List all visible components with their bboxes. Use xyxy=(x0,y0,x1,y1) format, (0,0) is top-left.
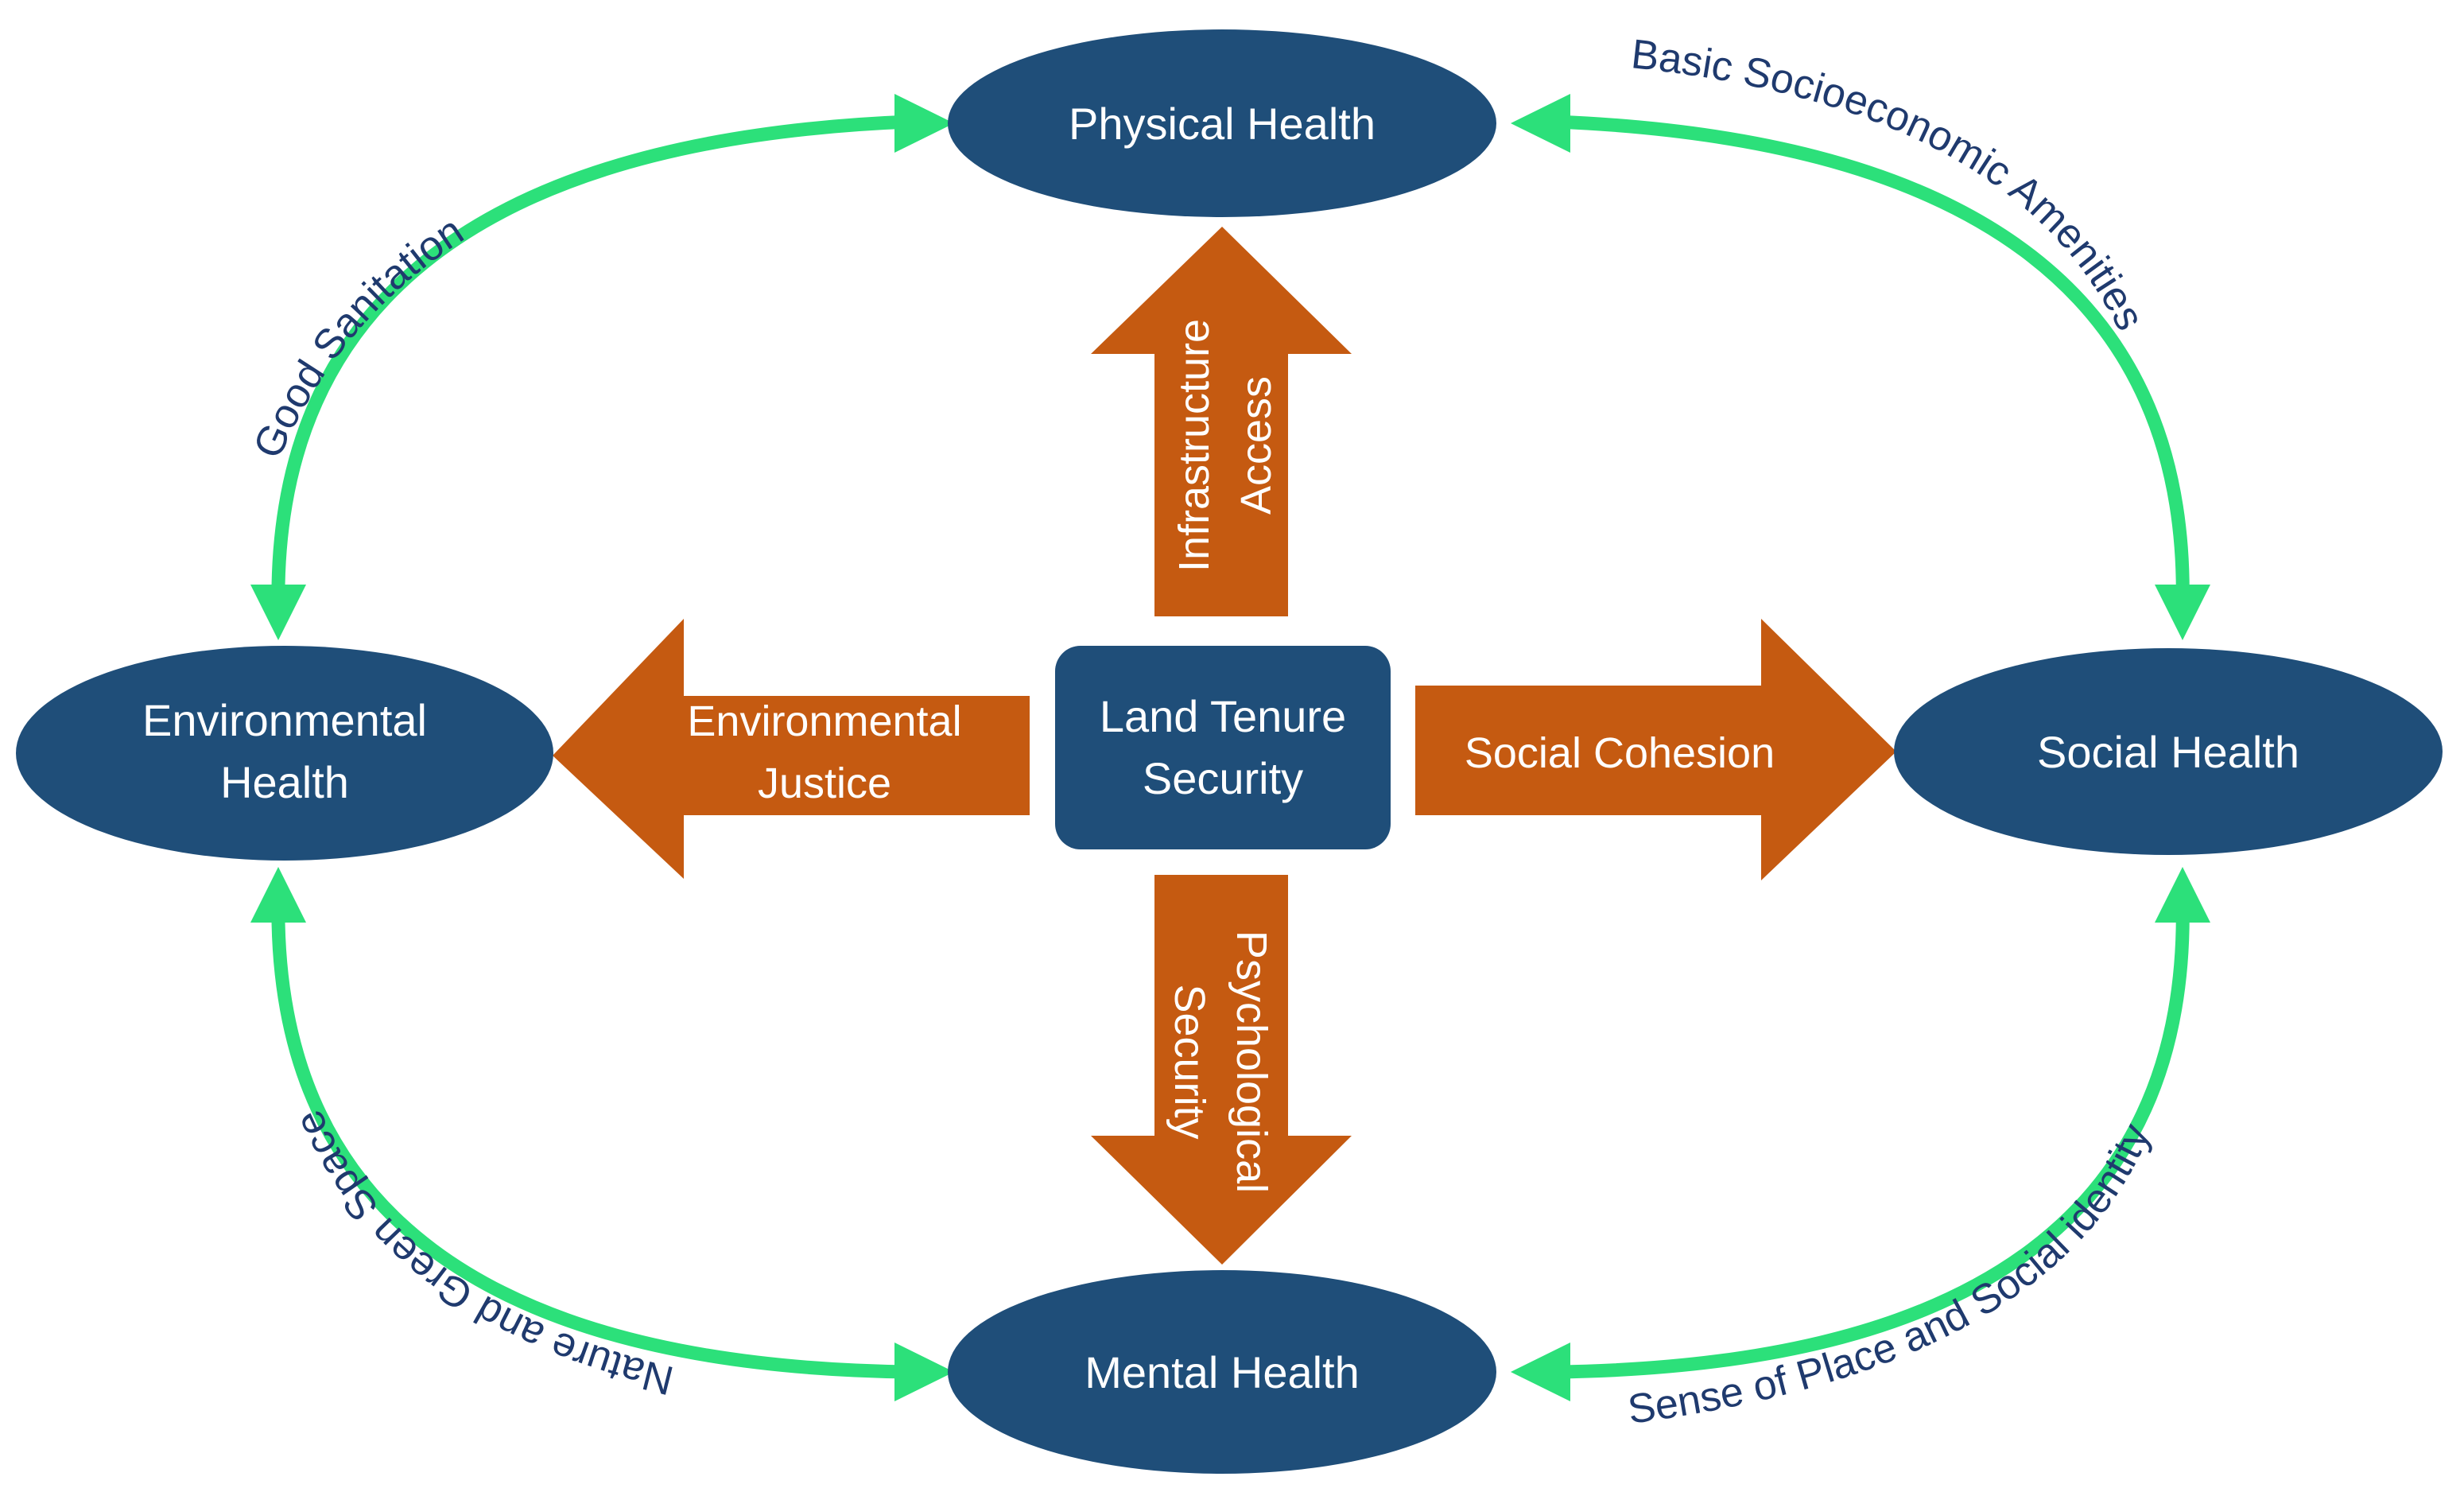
label-good-sanitation: Good Sanitation xyxy=(245,208,471,465)
node-mental-health: Mental Health xyxy=(948,1270,1496,1474)
label-environmental-justice-2: Justice xyxy=(758,760,891,807)
label-psychological: Psychological xyxy=(1228,931,1275,1193)
node-physical-health: Physical Health xyxy=(948,29,1496,217)
orange-arrow-down: Psychological Security xyxy=(1091,875,1352,1265)
green-link-top-left xyxy=(250,94,954,640)
green-arrowhead-physical-left xyxy=(894,94,954,153)
green-link-bottom-right xyxy=(1511,867,2210,1401)
green-arrowhead-mental-left xyxy=(894,1343,954,1401)
label-security-down: Security xyxy=(1166,984,1213,1139)
label-access: Access xyxy=(1232,376,1280,515)
physical-health-label: Physical Health xyxy=(1069,99,1376,149)
label-environmental-justice-1: Environmental xyxy=(687,697,961,745)
green-arrowhead-environmental-bottom xyxy=(250,867,306,923)
green-arrowhead-social-bottom xyxy=(2155,867,2210,923)
social-health-label: Social Health xyxy=(2037,727,2299,777)
orange-arrow-up: Infrastructure Access xyxy=(1091,227,1352,616)
green-arrowhead-social-top xyxy=(2155,585,2210,640)
label-nature-and-green-space: Nature and Green Space xyxy=(285,1103,677,1403)
green-link-bottom-left xyxy=(250,867,954,1401)
green-link-top-right xyxy=(1511,94,2210,640)
label-social-cohesion: Social Cohesion xyxy=(1465,729,1775,777)
green-arrowhead-environmental-top xyxy=(250,585,306,640)
center-label-2: Security xyxy=(1143,753,1303,803)
label-sense-of-place: Sense of Place and Social identity xyxy=(1625,1117,2159,1433)
node-environmental-health: Environmental Health xyxy=(16,646,553,861)
orange-arrow-right: Social Cohesion xyxy=(1415,619,1896,880)
environmental-health-label-1: Environmental xyxy=(142,695,427,745)
mental-health-label: Mental Health xyxy=(1085,1347,1360,1397)
environmental-health-label-2: Health xyxy=(220,757,349,807)
node-social-health: Social Health xyxy=(1894,648,2443,855)
center-label-1: Land Tenure xyxy=(1100,691,1346,741)
orange-arrow-left: Environmental Justice xyxy=(553,619,1030,879)
green-arrowhead-physical-right xyxy=(1511,94,1570,153)
label-infrastructure: Infrastructure xyxy=(1170,319,1218,572)
center-box-land-tenure-security: Land Tenure Security xyxy=(1055,646,1391,849)
green-arrowhead-mental-right xyxy=(1511,1343,1570,1401)
